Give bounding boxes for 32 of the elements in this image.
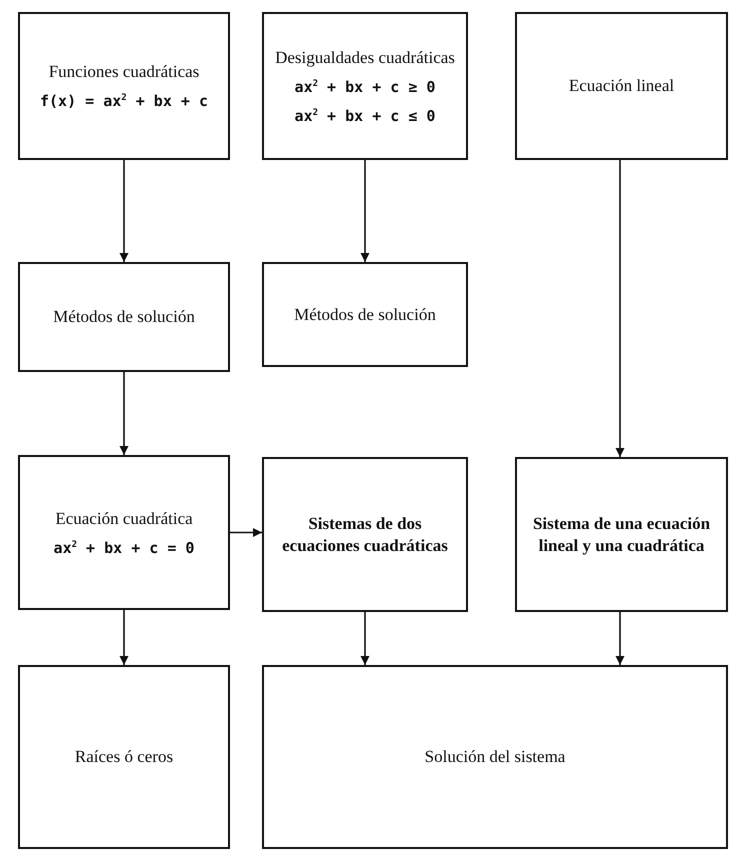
box-title: Métodos de solución <box>293 304 437 326</box>
arrow <box>360 612 370 665</box>
box-title: Ecuación lineal <box>568 75 676 98</box>
formula: ax$^{2}$ + bx + c = 0 <box>52 538 196 559</box>
box-title: Funciones cuadráticas <box>48 61 200 83</box>
concept-box <box>262 665 728 849</box>
box-title: Sistema de una ecuación lineal y una cuadrática <box>532 513 712 557</box>
concept-box <box>18 262 230 372</box>
formula: f(x) = ax$^{2}$ + bx + c <box>39 91 209 112</box>
arrow <box>120 610 128 665</box>
box-title: Raíces ó ceros <box>74 746 174 768</box>
concept-box <box>515 12 728 160</box>
box-title: Ecuación cuadrática <box>54 508 194 530</box>
concept-box <box>262 262 468 367</box>
arrow <box>230 528 262 537</box>
box-title: Sistemas de dos ecuaciones cuadráticas <box>281 513 449 556</box>
box-title: Desigualdades cuadráticas <box>274 46 456 69</box>
concept-box <box>262 457 468 612</box>
concept-box <box>18 455 230 610</box>
concept-box <box>18 12 230 160</box>
arrow <box>120 372 128 455</box>
formula: ax$^{2}$ + bx + c ≥ 0 <box>294 76 436 98</box>
arrow <box>360 160 370 262</box>
box-title: Solución del sistema <box>424 746 566 768</box>
concept-box <box>262 12 468 160</box>
arrow <box>616 612 624 665</box>
arrow <box>616 160 624 457</box>
arrow <box>120 160 128 262</box>
box-title: Métodos de solución <box>52 306 196 328</box>
formula: ax$^{2}$ + bx + c ≤ 0 <box>294 106 436 127</box>
concept-box <box>18 665 230 849</box>
concept-box <box>515 457 728 612</box>
